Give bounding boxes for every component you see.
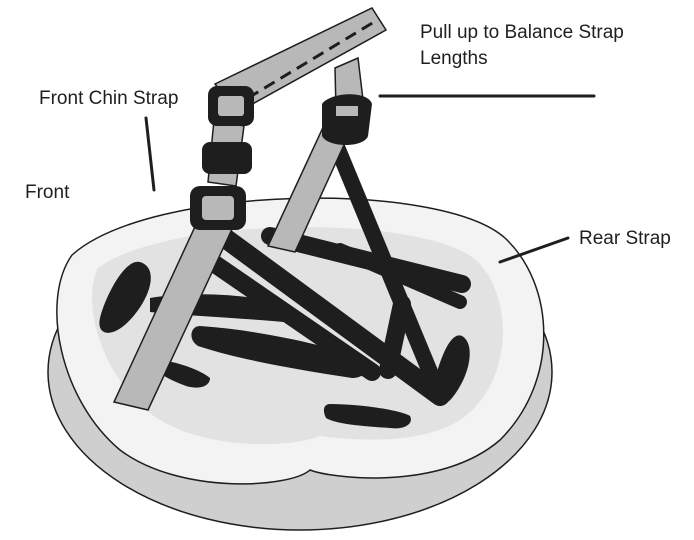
label-front: Front: [25, 182, 70, 203]
buckle-middle-front: [202, 142, 252, 174]
strap-web-6: [333, 243, 467, 309]
leader-rear-strap: [498, 236, 570, 264]
strap-web-5: [379, 295, 411, 379]
vent-left: [99, 261, 151, 333]
buckle-lower-front-slot: [202, 196, 234, 220]
label-pull-up: Pull up to Balance Strap Lengths: [420, 22, 624, 69]
pull-end-dashes: [247, 20, 375, 100]
leader-front-chin-strap: [144, 116, 156, 192]
vent-center-lower: [191, 326, 367, 378]
leader-lines: [144, 94, 596, 264]
buckle-rear-slider: [322, 94, 372, 145]
label-rear-strap: Rear Strap: [579, 228, 671, 249]
buckle-rear-slot: [336, 106, 358, 116]
strap-web: [203, 122, 471, 406]
buckle-upper-front-slot: [218, 96, 244, 116]
buckles: [190, 86, 372, 230]
label-front-chin-strap: Front Chin Strap: [39, 88, 179, 109]
strap-web-1: [215, 228, 450, 406]
strap-web-2: [203, 253, 381, 381]
vent-rear-bottom: [323, 404, 411, 429]
